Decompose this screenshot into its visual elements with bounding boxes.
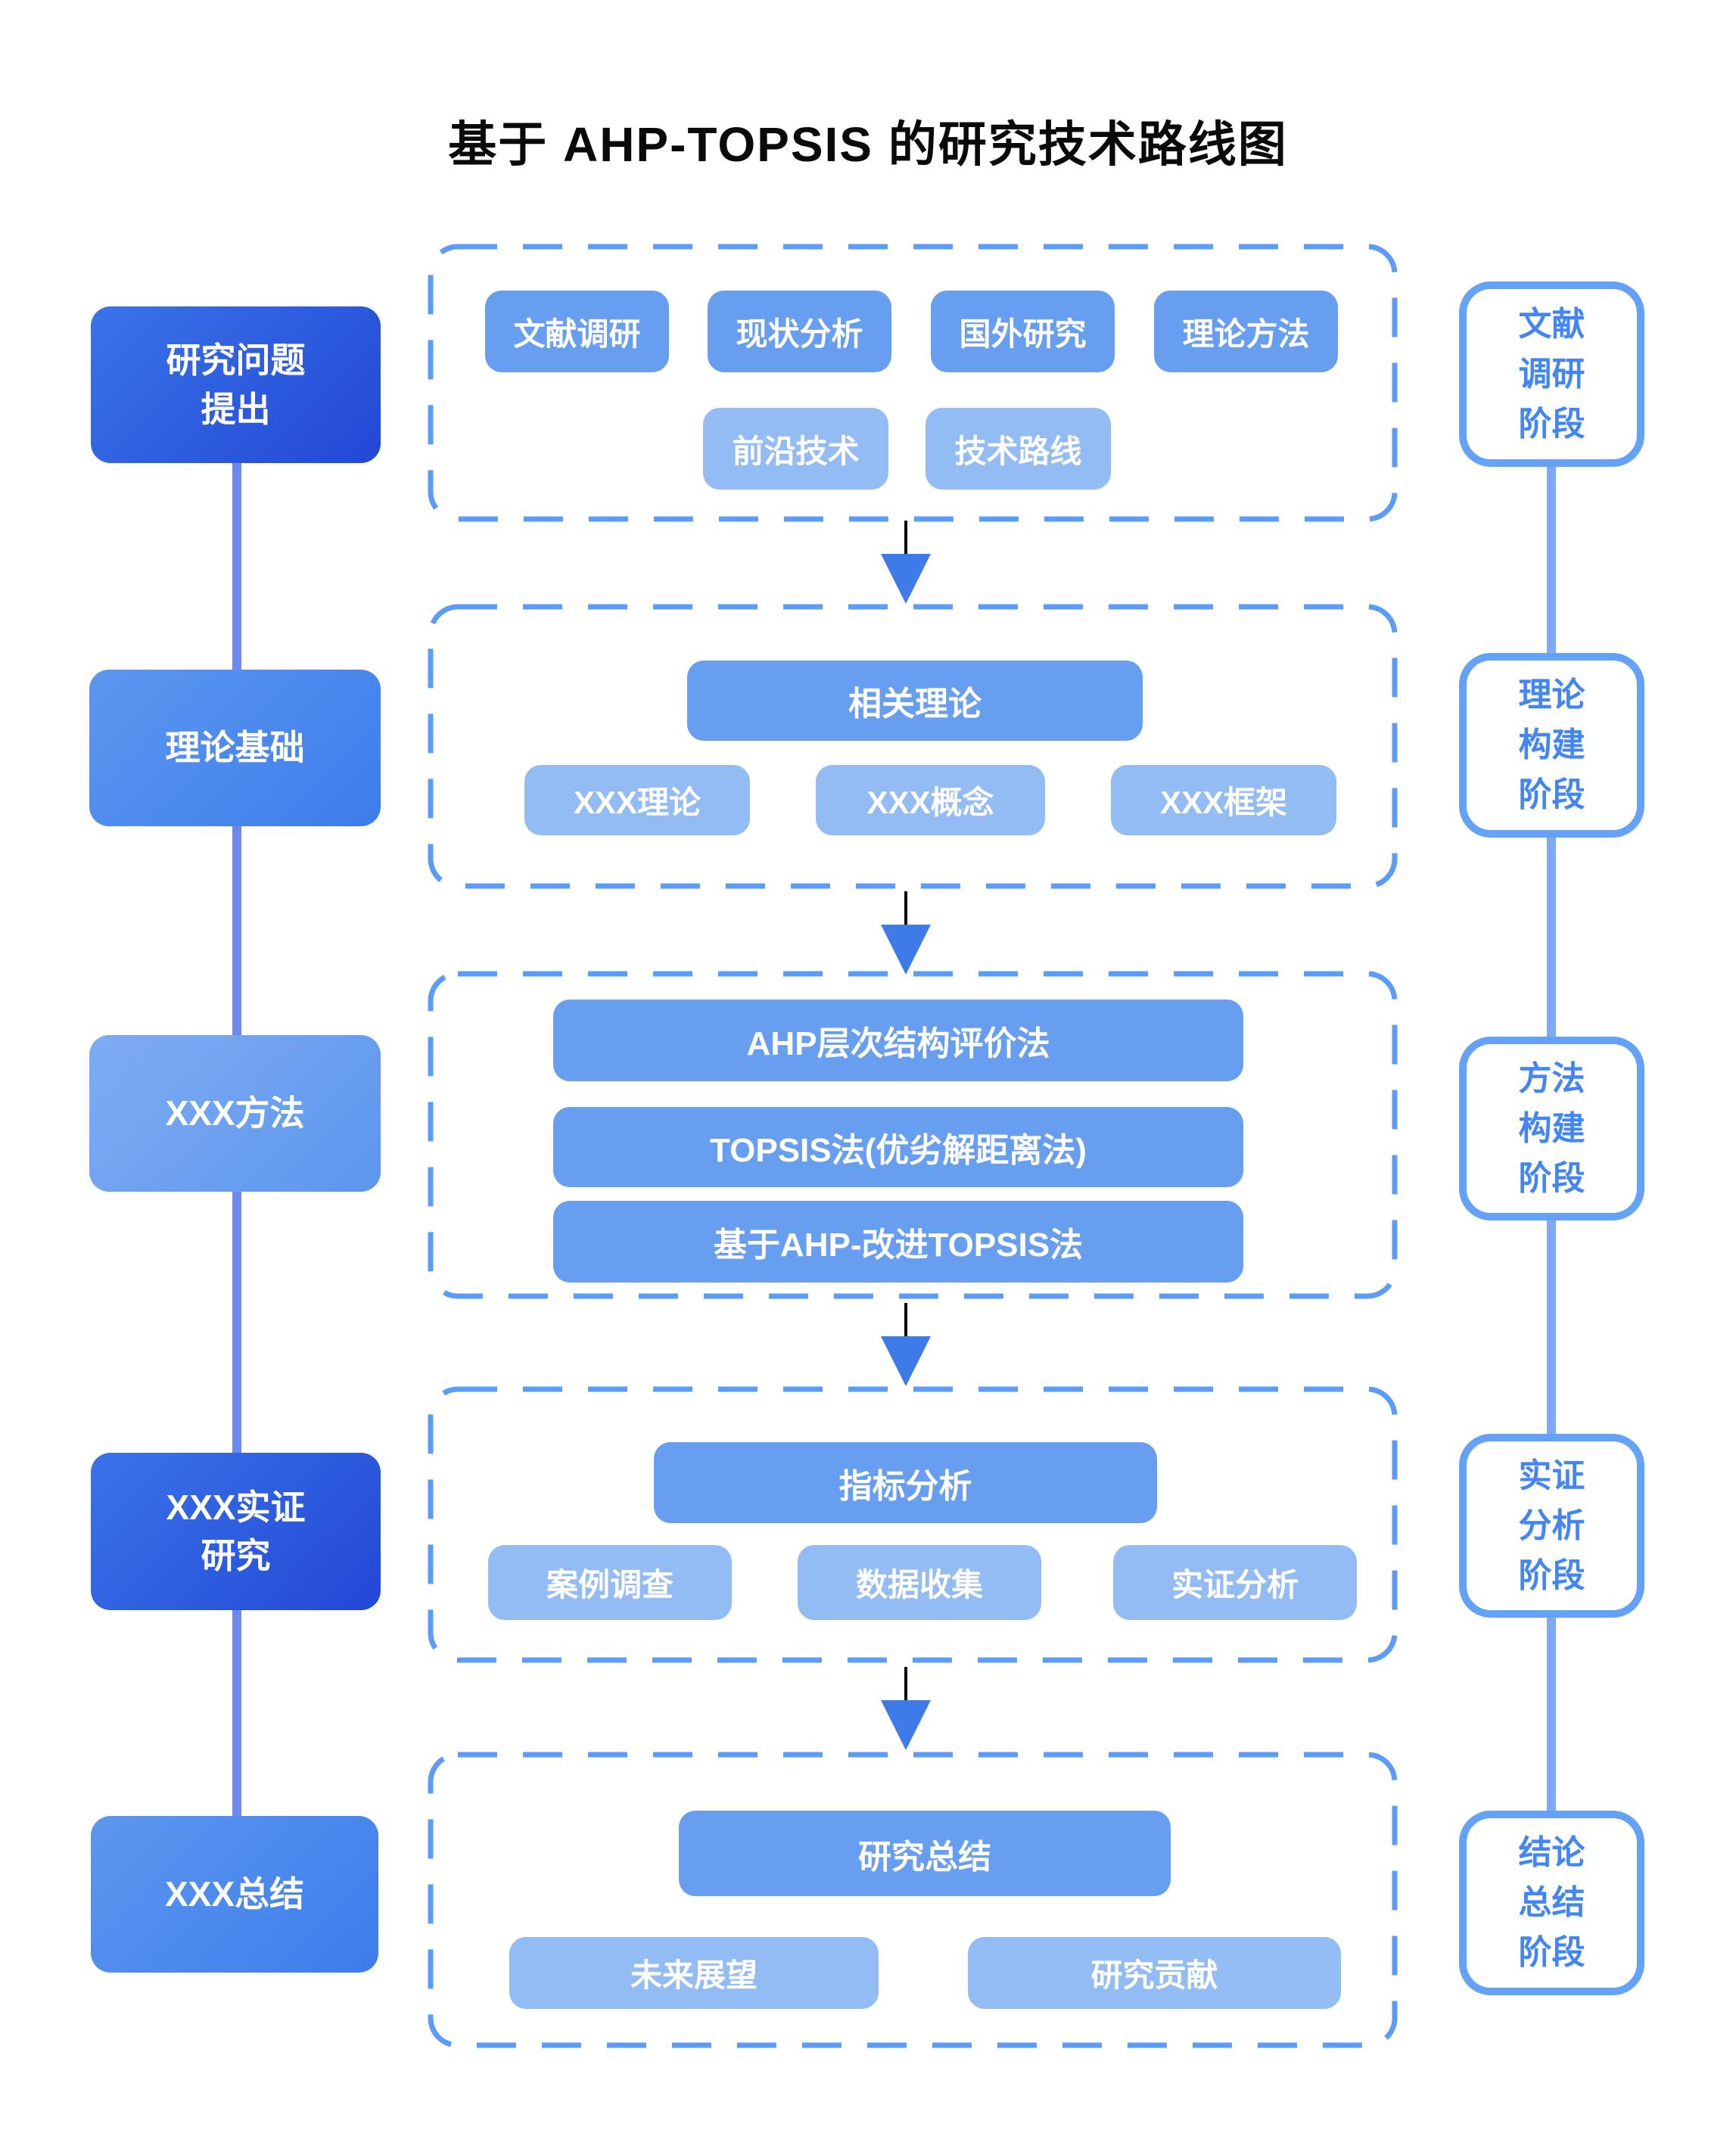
item-empirical-analysis: 实证分析 xyxy=(1113,1545,1357,1620)
arrow-stem-icon xyxy=(904,891,907,925)
arrow-down-icon xyxy=(881,1700,931,1750)
flow-arrow-3 xyxy=(881,1303,931,1386)
phase-box-theory-construction: 理论 构建 阶段 xyxy=(1459,653,1644,838)
item-xxx-concept: XXX概念 xyxy=(816,765,1045,835)
phase-box-empirical-analysis: 实证 分析 阶段 xyxy=(1459,1434,1644,1618)
section-1-dashed-container: 文献调研 现状分析 国外研究 理论方法 前沿技术 技术路线 xyxy=(428,244,1398,522)
arrow-stem-icon xyxy=(904,1667,907,1700)
phase-box-method-construction: 方法 构建 阶段 xyxy=(1459,1037,1644,1220)
item-related-theory: 相关理论 xyxy=(687,661,1143,741)
item-research-summary: 研究总结 xyxy=(679,1811,1171,1896)
section-3-dashed-container: AHP层次结构评价法 TOPSIS法(优劣解距离法) 基于AHP-改进TOPSI… xyxy=(428,971,1398,1299)
stage-box-xxx-method: XXX方法 xyxy=(89,1035,381,1192)
item-data-collection: 数据收集 xyxy=(798,1545,1041,1620)
item-topsis-method: TOPSIS法(优劣解距离法) xyxy=(553,1107,1243,1187)
arrow-stem-icon xyxy=(904,521,907,554)
item-ahp-hierarchy-method: AHP层次结构评价法 xyxy=(553,1000,1243,1081)
item-status-analysis: 现状分析 xyxy=(708,291,891,372)
item-case-survey: 案例调查 xyxy=(488,1545,732,1620)
section-5-dashed-container: 研究总结 未来展望 研究贡献 xyxy=(428,1752,1398,2048)
section-4-dashed-container: 指标分析 案例调查 数据收集 实证分析 xyxy=(428,1386,1398,1663)
stage-box-research-problem: 研究问题 提出 xyxy=(91,306,381,463)
stage-box-empirical-research: XXX实证 研究 xyxy=(91,1453,381,1610)
item-theory-method: 理论方法 xyxy=(1154,291,1338,372)
stage-box-xxx-summary: XXX总结 xyxy=(91,1816,378,1973)
item-research-contribution: 研究贡献 xyxy=(968,1937,1341,2009)
item-xxx-framework: XXX框架 xyxy=(1111,765,1336,835)
arrow-down-icon xyxy=(881,925,931,975)
stage-box-theory-foundation: 理论基础 xyxy=(89,670,381,826)
dashed-border-3 xyxy=(428,971,1398,1299)
item-indicator-analysis: 指标分析 xyxy=(654,1442,1157,1523)
dashed-border-1 xyxy=(428,244,1398,522)
diagram-title: 基于 AHP-TOPSIS 的研究技术路线图 xyxy=(448,117,1288,172)
dashed-border-4 xyxy=(428,1386,1398,1663)
phase-box-conclusion-summary: 结论 总结 阶段 xyxy=(1459,1811,1644,1995)
item-foreign-research: 国外研究 xyxy=(931,291,1115,372)
arrow-down-icon xyxy=(881,554,931,604)
item-literature-research: 文献调研 xyxy=(485,291,669,372)
item-frontier-technology: 前沿技术 xyxy=(703,408,888,490)
item-xxx-theory: XXX理论 xyxy=(524,765,750,835)
arrow-down-icon xyxy=(881,1336,931,1386)
item-ahp-improved-topsis: 基于AHP-改进TOPSIS法 xyxy=(553,1201,1243,1283)
section-2-dashed-container: 相关理论 XXX理论 XXX概念 XXX框架 xyxy=(428,604,1398,889)
dashed-border-2 xyxy=(428,604,1398,889)
flow-arrow-1 xyxy=(881,521,931,604)
item-future-outlook: 未来展望 xyxy=(509,1937,879,2009)
item-technology-route: 技术路线 xyxy=(926,408,1111,490)
dashed-border-5 xyxy=(428,1752,1398,2048)
phase-box-literature-survey: 文献 调研 阶段 xyxy=(1459,281,1644,467)
flow-arrow-2 xyxy=(881,891,931,975)
arrow-stem-icon xyxy=(904,1303,907,1336)
flow-arrow-4 xyxy=(881,1667,931,1750)
